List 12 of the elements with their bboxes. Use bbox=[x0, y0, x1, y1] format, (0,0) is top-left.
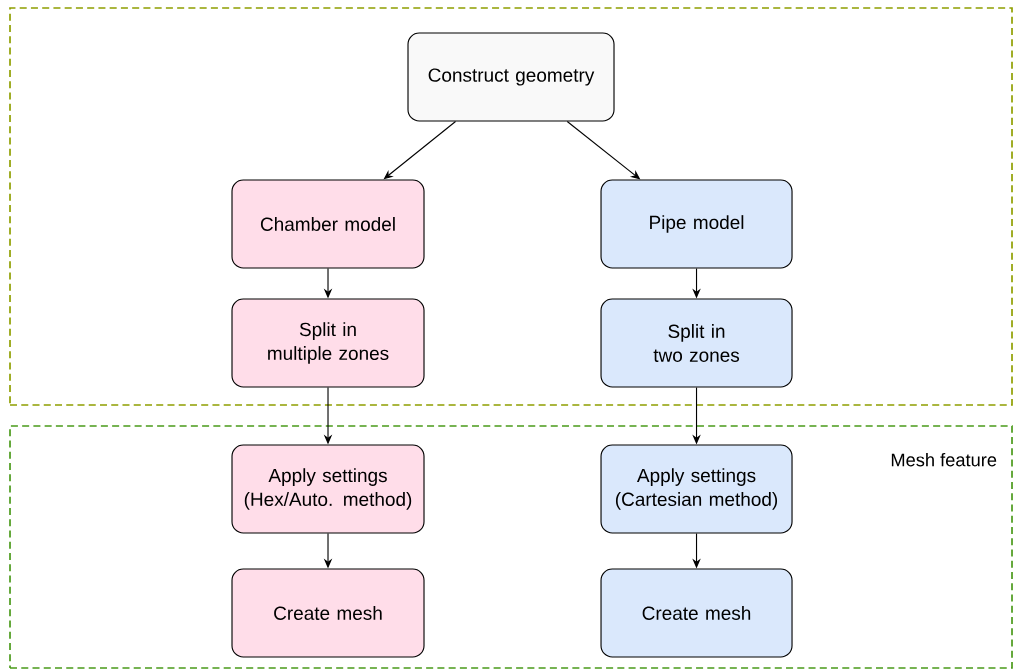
process-box: Construct geometry bbox=[407, 32, 615, 122]
dashed-region bbox=[9, 7, 1013, 406]
arrow bbox=[383, 121, 457, 180]
process-box: Split in multiple zones bbox=[231, 298, 425, 388]
process-box: Apply settings (Cartesian method) bbox=[600, 444, 793, 534]
process-box: Split in two zones bbox=[600, 298, 793, 388]
process-box: Chamber model bbox=[231, 179, 425, 269]
process-box: Apply settings (Hex/Auto. method) bbox=[231, 444, 425, 534]
process-box: Create mesh bbox=[231, 568, 425, 658]
process-box: Pipe model bbox=[600, 179, 793, 269]
process-box: Create mesh bbox=[600, 568, 793, 658]
region-label: Mesh feature bbox=[891, 452, 997, 467]
